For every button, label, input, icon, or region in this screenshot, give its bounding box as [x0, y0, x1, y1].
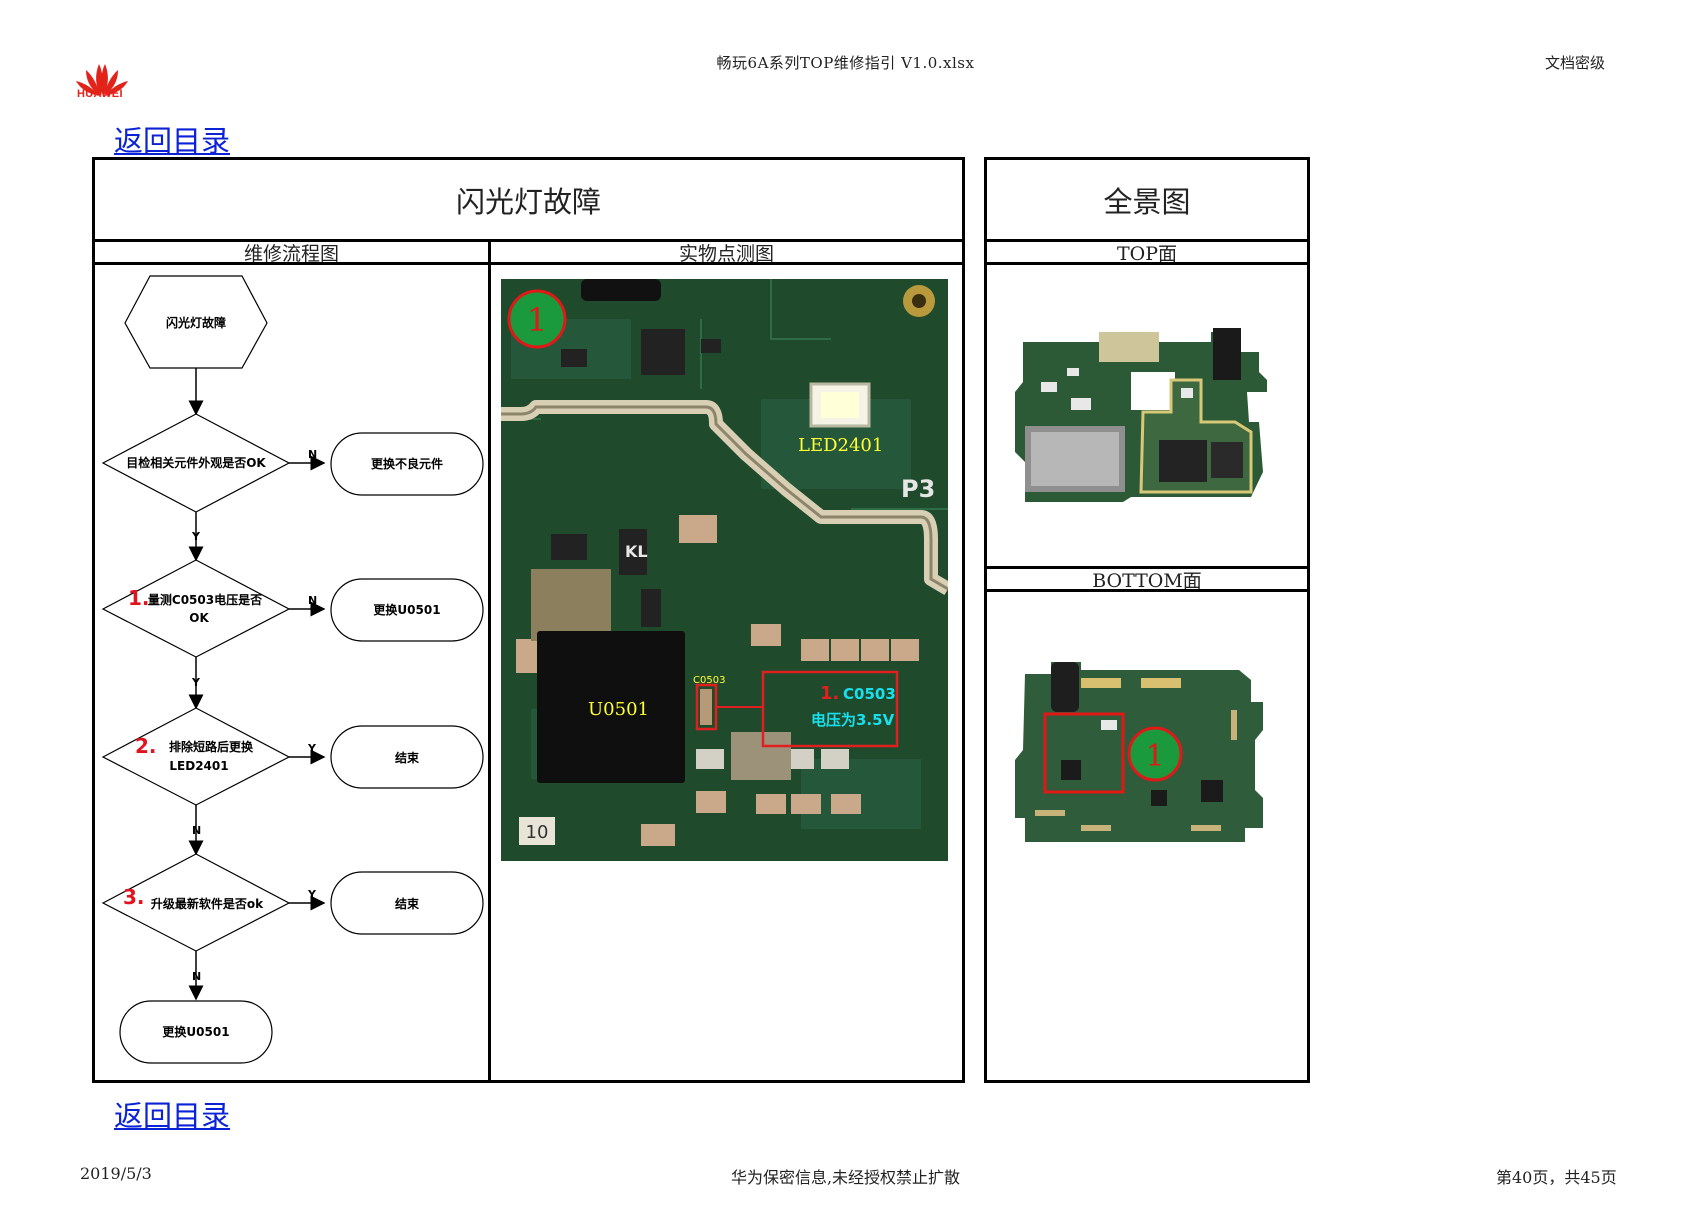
overview-title: 全景图 — [987, 160, 1307, 242]
flow-header: 维修流程图 — [95, 242, 488, 265]
r2-label: 更换U0501 — [373, 602, 440, 617]
bottom-marker-1: 1 — [1145, 739, 1164, 774]
brand-wordmark: HUAWEI — [77, 88, 123, 100]
start-label: 闪光灯故障 — [166, 315, 226, 330]
row-divider — [987, 566, 1307, 569]
decision-measure-c0503 — [101, 559, 291, 658]
d2-label-2: OK — [189, 611, 209, 625]
footer-date: 2019/5/3 — [80, 1164, 152, 1183]
column-divider — [488, 242, 491, 1080]
edge-label-y4: Y — [307, 888, 317, 901]
photo-marker-1: 1 — [527, 301, 547, 339]
edge-label-y3: Y — [307, 742, 317, 755]
step-3-number: 3. — [123, 885, 145, 909]
silk-10: 10 — [526, 822, 549, 843]
edge-label-n3: N — [192, 824, 201, 837]
note-voltage: 电压为3.5V — [811, 711, 895, 729]
overview-table: 全景图 TOP面 BOTTOM面 1 — [984, 157, 1310, 1083]
start-hexagon — [124, 275, 268, 369]
note-c0503: C0503 — [843, 685, 896, 703]
decision-short-check — [101, 707, 291, 806]
result-end-1 — [330, 725, 484, 789]
silk-kl: KL — [625, 542, 648, 561]
huawei-logo-icon — [76, 64, 128, 96]
top-board-photo — [1015, 328, 1267, 502]
decision-software-update — [101, 853, 291, 952]
result-replace-u0501 — [330, 578, 484, 642]
d2-label: 量测C0503电压是否 — [148, 592, 262, 607]
top-side-header: TOP面 — [987, 242, 1307, 265]
repair-flowchart: 闪光灯故障 目检相关元件外观是否OK 更换不良元件 量测C0503电压是否 OK… — [101, 275, 484, 1064]
back-to-contents-link-top[interactable]: 返回目录 — [114, 124, 231, 158]
fault-table: 闪光灯故障 维修流程图 实物点测图 — [92, 157, 965, 1083]
d3-label: 排除短路后更换 — [169, 739, 254, 754]
u0501-label: U0501 — [588, 699, 649, 720]
edge-label-n1: N — [308, 448, 317, 461]
bottom-side-header: BOTTOM面 — [987, 569, 1307, 592]
r4-label: 结束 — [395, 896, 420, 911]
pcb-measurement-photo: 10 KL P3 LED2401 U0501 C0503 1. C0503 电压… — [501, 279, 948, 861]
decision-visual-check — [101, 413, 291, 513]
edge-label-n2: N — [308, 594, 317, 607]
c0503-label: C0503 — [693, 675, 725, 686]
result-end-2 — [330, 871, 484, 935]
footer-page-number: 第40页，共45页 — [1496, 1168, 1617, 1187]
d3-label-2: LED2401 — [169, 759, 228, 773]
document-classification: 文档密级 — [1545, 54, 1606, 72]
result-replace-part — [330, 432, 484, 496]
d4-label: 升级最新软件是否ok — [151, 896, 264, 911]
d1-label: 目检相关元件外观是否OK — [126, 455, 266, 470]
edge-label-y2: Y — [191, 676, 201, 689]
step-2-number: 2. — [135, 734, 157, 758]
footer-confidential-notice: 华为保密信息,未经授权禁止扩散 — [730, 1168, 961, 1187]
fault-title: 闪光灯故障 — [95, 160, 962, 242]
final-replace-u0501 — [119, 1000, 273, 1064]
r3-label: 结束 — [395, 750, 420, 765]
step-1-number: 1. — [128, 586, 150, 610]
note-number: 1. — [820, 683, 839, 704]
r1-label: 更换不良元件 — [371, 456, 443, 471]
back-to-contents-link-bottom[interactable]: 返回目录 — [114, 1099, 231, 1133]
bottom-board-photo: 1 — [1015, 662, 1263, 842]
led2401-label: LED2401 — [798, 435, 883, 456]
end-label: 更换U0501 — [162, 1024, 229, 1039]
document-title: 畅玩6A系列TOP维修指引 V1.0.xlsx — [716, 54, 975, 72]
silk-p3: P3 — [901, 475, 935, 503]
edge-label-n4: N — [192, 970, 201, 983]
edge-label-y1: Y — [191, 530, 201, 543]
photo-header: 实物点测图 — [491, 242, 962, 265]
